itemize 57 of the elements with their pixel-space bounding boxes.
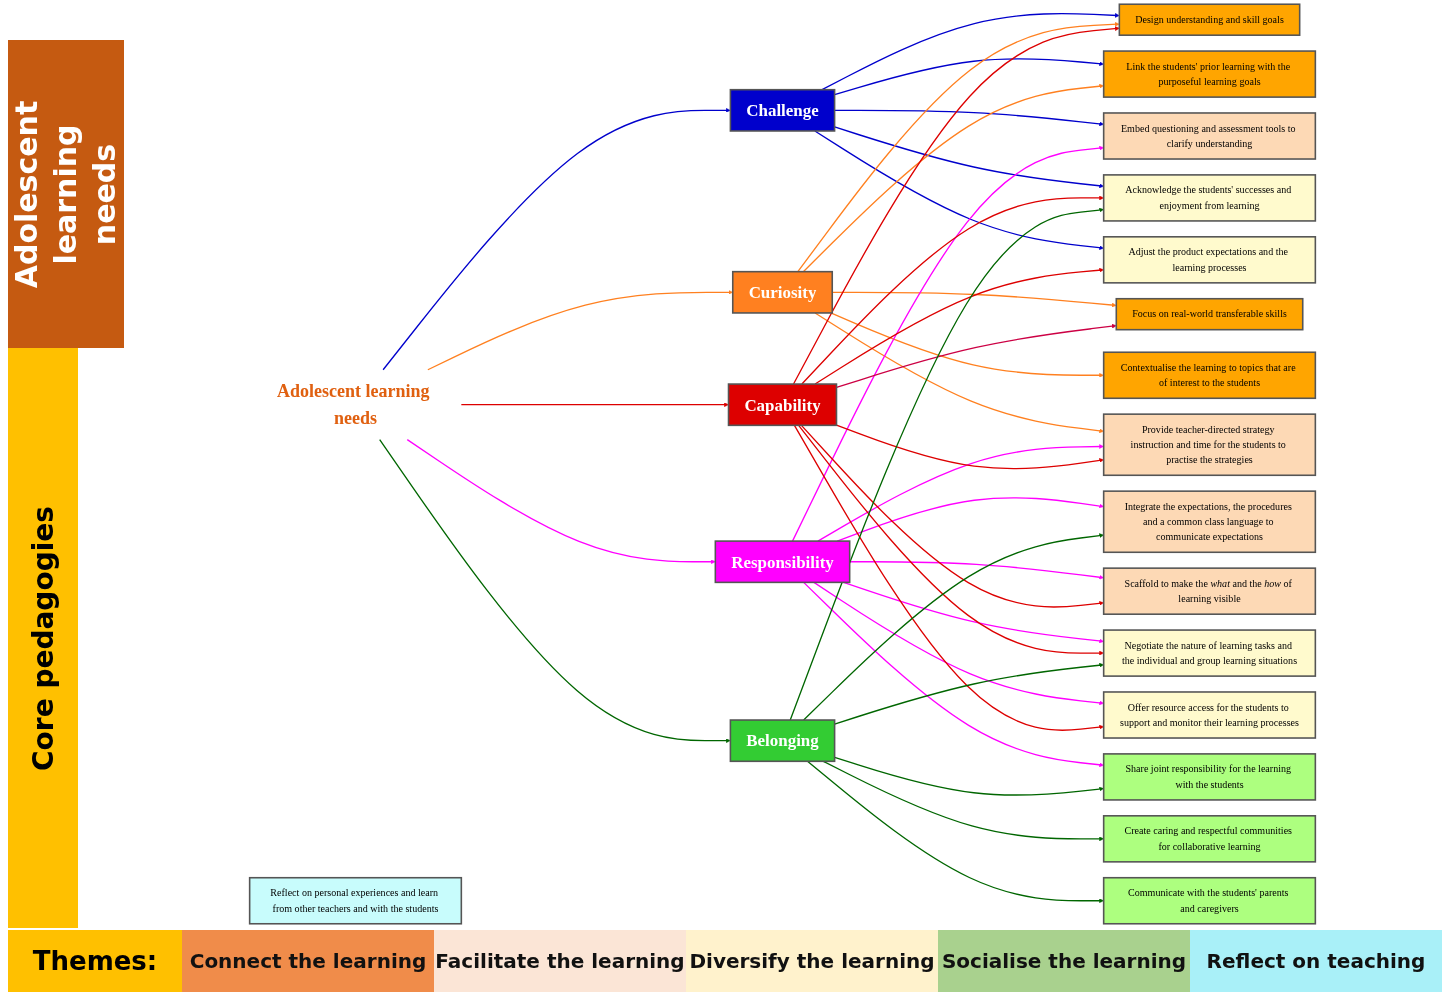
node-box: Provide teacher-directed strategy instruction and time for the students to practise the strategies xyxy=(1102,413,1317,477)
side-band-label: Adolescent learning needs xyxy=(8,40,124,348)
arrow xyxy=(813,581,1104,706)
arrow xyxy=(460,402,729,408)
arrow xyxy=(814,312,1104,434)
legend-entry: Socialise the learning xyxy=(938,930,1190,992)
node-box: Belonging xyxy=(729,719,836,763)
node-box: Share joint responsibility for the learning with the students xyxy=(1102,753,1317,801)
arrow xyxy=(802,83,1104,273)
node-box: Link the students' prior learning with the purposeful learning goals xyxy=(1102,50,1317,98)
node-text: Adolescent learning needs xyxy=(277,381,430,428)
node-box: Communicate with the students' parents and caregivers xyxy=(1102,876,1317,925)
arrow xyxy=(792,26,1120,385)
node-box: Design understanding and skill goals xyxy=(1118,3,1301,36)
node-box: Capability xyxy=(727,383,838,427)
node-box: Negotiate the nature of learning tasks and the individual and group learning situations xyxy=(1102,629,1317,677)
node-box: Scaffold to make the what and the how of learning visible xyxy=(1102,567,1317,615)
side-band-label: Core pedagogies xyxy=(8,348,78,928)
arrow xyxy=(822,760,1104,842)
arrow xyxy=(817,444,1104,542)
arrow xyxy=(793,424,1104,732)
arrow xyxy=(803,581,1104,768)
arrow xyxy=(379,438,731,743)
arrow xyxy=(789,207,1104,721)
arrow xyxy=(406,438,716,565)
arrow xyxy=(791,145,1104,542)
legend-entry: Connect the learning xyxy=(182,930,434,992)
node-box: Integrate the expectations, the procedures and a common class language to communicate expectations xyxy=(1102,490,1317,554)
node-box: Curiosity xyxy=(731,270,834,314)
node-box: Reflect on personal experiences and learn from other teachers and with the students xyxy=(248,876,463,925)
arrow xyxy=(835,424,1104,470)
arrow xyxy=(427,290,733,371)
legend-entry: Reflect on teaching xyxy=(1190,930,1442,992)
arrow xyxy=(814,267,1104,385)
node-box: Focus on real-world transferable skills xyxy=(1115,297,1304,331)
legend-entry: Diversify the learning xyxy=(686,930,938,992)
node-box: Challenge xyxy=(729,88,836,132)
arrow xyxy=(797,424,1104,656)
node-box: Adjust the product expectations and the learning processes xyxy=(1102,236,1317,284)
arrow xyxy=(814,130,1104,250)
node-box: Create caring and respectful communities for collaborative learning xyxy=(1102,815,1317,863)
node-box: Contextualise the learning to topics that are of interest to the students xyxy=(1102,351,1317,400)
legend-entry: Facilitate the learning xyxy=(434,930,686,992)
arrow xyxy=(821,12,1120,91)
arrow xyxy=(797,21,1120,273)
legend-heading: Themes: xyxy=(8,930,182,992)
arrow xyxy=(830,312,1104,378)
arrow xyxy=(806,760,1104,904)
arrow xyxy=(382,108,731,371)
arrow xyxy=(801,195,1104,385)
arrow xyxy=(800,424,1104,608)
node-box: Acknowledge the students' successes and enjoyment from learning xyxy=(1102,174,1317,222)
node-box: Offer resource access for the students to support and monitor their learning processes xyxy=(1102,691,1317,739)
arrow xyxy=(803,533,1104,721)
node-box: Responsibility xyxy=(714,540,851,584)
node-box: Embed questioning and assessment tools to clarify understanding xyxy=(1102,112,1317,160)
arrow xyxy=(849,561,1104,580)
